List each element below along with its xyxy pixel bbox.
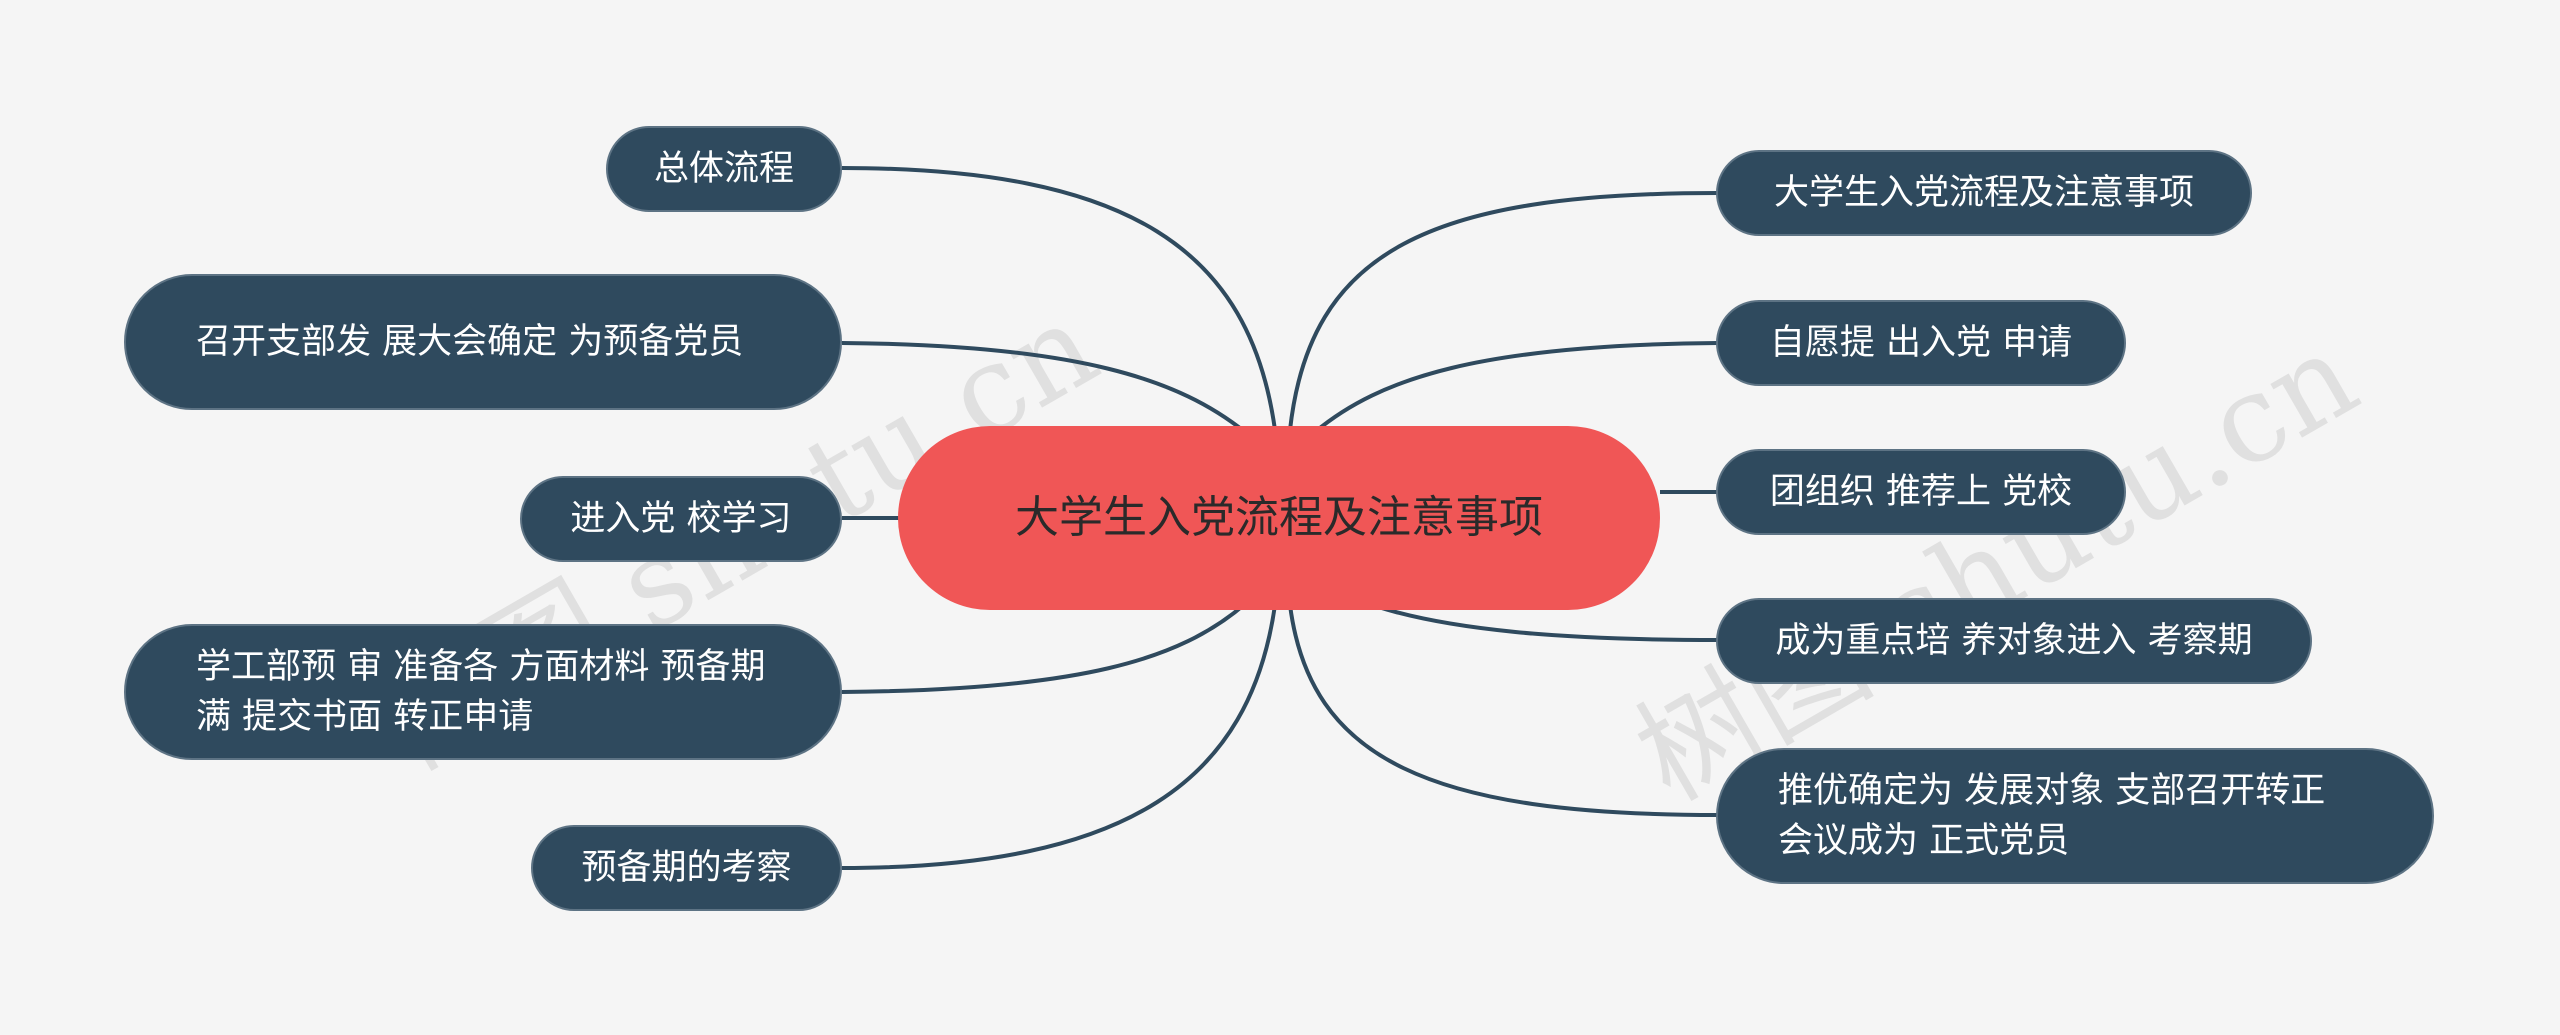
right-node-4-label: 成为重点培 养对象进入 考察期	[1775, 621, 2253, 661]
right-node-1[interactable]: 大学生入党流程及注意事项	[1716, 150, 2252, 236]
left-node-2-label: 召开支部发 展大会确定 为预备党员	[196, 322, 744, 362]
right-node-1-label: 大学生入党流程及注意事项	[1773, 173, 2194, 213]
left-node-2[interactable]: 召开支部发 展大会确定 为预备党员	[124, 274, 842, 410]
left-node-3-label: 进入党 校学习	[570, 499, 792, 539]
connector-right-5	[1288, 604, 1719, 817]
central-topic-label: 大学生入党流程及注意事项	[1015, 492, 1543, 543]
connector-right-2	[1313, 341, 1719, 434]
left-node-1[interactable]: 总体流程	[606, 126, 842, 212]
left-node-5[interactable]: 预备期的考察	[531, 825, 842, 911]
left-node-4[interactable]: 学工部预 审 准备各 方面材料 预备期满 提交书面 转正申请	[124, 624, 842, 760]
left-node-5-label: 预备期的考察	[581, 848, 792, 888]
right-node-2-label: 自愿提 出入党 申请	[1769, 323, 2073, 363]
right-node-4[interactable]: 成为重点培 养对象进入 考察期	[1716, 598, 2312, 684]
connector-right-1	[1288, 191, 1719, 431]
connector-right-4	[1374, 604, 1719, 642]
left-node-3[interactable]: 进入党 校学习	[520, 476, 842, 562]
right-node-3-label: 团组织 推荐上 党校	[1769, 472, 2073, 512]
right-node-2[interactable]: 自愿提 出入党 申请	[1716, 300, 2126, 386]
connector-left-2	[841, 341, 1247, 434]
left-node-4-label: 学工部预 审 准备各 方面材料 预备期满 提交书面 转正申请	[196, 647, 766, 737]
right-node-5-label: 推优确定为 发展对象 支部召开转正会议成为 正式党员	[1778, 771, 2326, 861]
central-topic[interactable]: 大学生入党流程及注意事项	[898, 426, 1660, 610]
connector-left-4	[841, 602, 1247, 694]
connector-left-5	[841, 604, 1277, 870]
right-node-3[interactable]: 团组织 推荐上 党校	[1716, 449, 2126, 535]
connector-left-1	[841, 166, 1277, 431]
left-node-1-label: 总体流程	[653, 149, 794, 189]
right-node-5[interactable]: 推优确定为 发展对象 支部召开转正会议成为 正式党员	[1716, 748, 2434, 884]
